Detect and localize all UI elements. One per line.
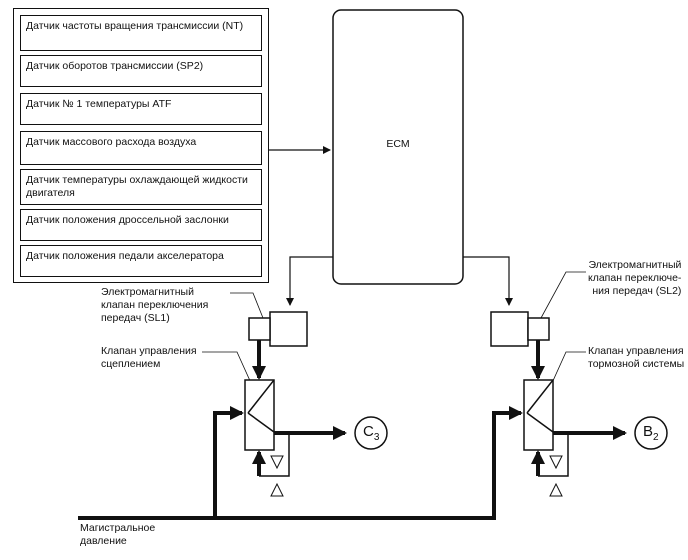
sensor-atf-temp: Датчик № 1 температуры ATF bbox=[20, 93, 262, 125]
line-pressure-pipe-left bbox=[213, 406, 244, 518]
brake-valve-label: Клапан управления тормозной системы bbox=[588, 345, 685, 370]
ecm-label: ECM bbox=[386, 138, 410, 150]
sl2-leader bbox=[540, 271, 586, 319]
exhaust-triangle-down-2 bbox=[549, 455, 563, 470]
sensor-throttle: Датчик положения дроссельной заслонки bbox=[20, 209, 262, 241]
sensor-accel-pedal: Датчик положения педали акселератора bbox=[20, 245, 262, 277]
sensor-sp2: Датчик оборотов трансмиссии (SP2) bbox=[20, 55, 262, 87]
clutch-valve-leader bbox=[202, 351, 252, 384]
exhaust-triangle-down bbox=[270, 455, 284, 470]
sl2-label: Электромагнитный клапан переключе- ния п… bbox=[588, 259, 682, 297]
ecm-to-sl1-line bbox=[286, 256, 333, 306]
sensor-nt: Датчик частоты вращения трансмиссии (NT) bbox=[20, 15, 262, 51]
clutch-valve-feedback-line bbox=[259, 433, 290, 477]
c3-label: C3 bbox=[363, 423, 380, 443]
sl2-solenoid bbox=[490, 311, 550, 347]
sl1-solenoid bbox=[248, 311, 308, 347]
brake-valve-feedback-line bbox=[538, 433, 569, 477]
clutch-valve-label: Клапан управления сцеплением bbox=[101, 345, 197, 370]
c3-circle bbox=[354, 416, 388, 450]
sensor-coolant-temp: Датчик температуры охлаждающей жидкости … bbox=[20, 169, 262, 205]
exhaust-triangle-up bbox=[270, 482, 284, 497]
b2-circle bbox=[634, 416, 668, 450]
sensor-list: Датчик частоты вращения трансмиссии (NT)… bbox=[13, 8, 269, 283]
sl1-leader bbox=[230, 292, 264, 319]
line-pressure-label: Магистральное давление bbox=[80, 522, 156, 547]
brake-valve-leader bbox=[551, 351, 586, 384]
clutch-control-valve bbox=[244, 379, 275, 451]
b2-label: B2 bbox=[643, 423, 659, 443]
ecm-to-sl2-line bbox=[463, 256, 513, 306]
brake-control-valve bbox=[523, 379, 554, 451]
sensor-maf: Датчик массового расхода воздуха bbox=[20, 131, 262, 165]
line-pressure-pipe-right bbox=[78, 406, 523, 520]
exhaust-triangle-up-2 bbox=[549, 482, 563, 497]
sl1-label: Электромагнитный клапан переключения пер… bbox=[101, 286, 209, 324]
ecm-box bbox=[332, 9, 464, 285]
